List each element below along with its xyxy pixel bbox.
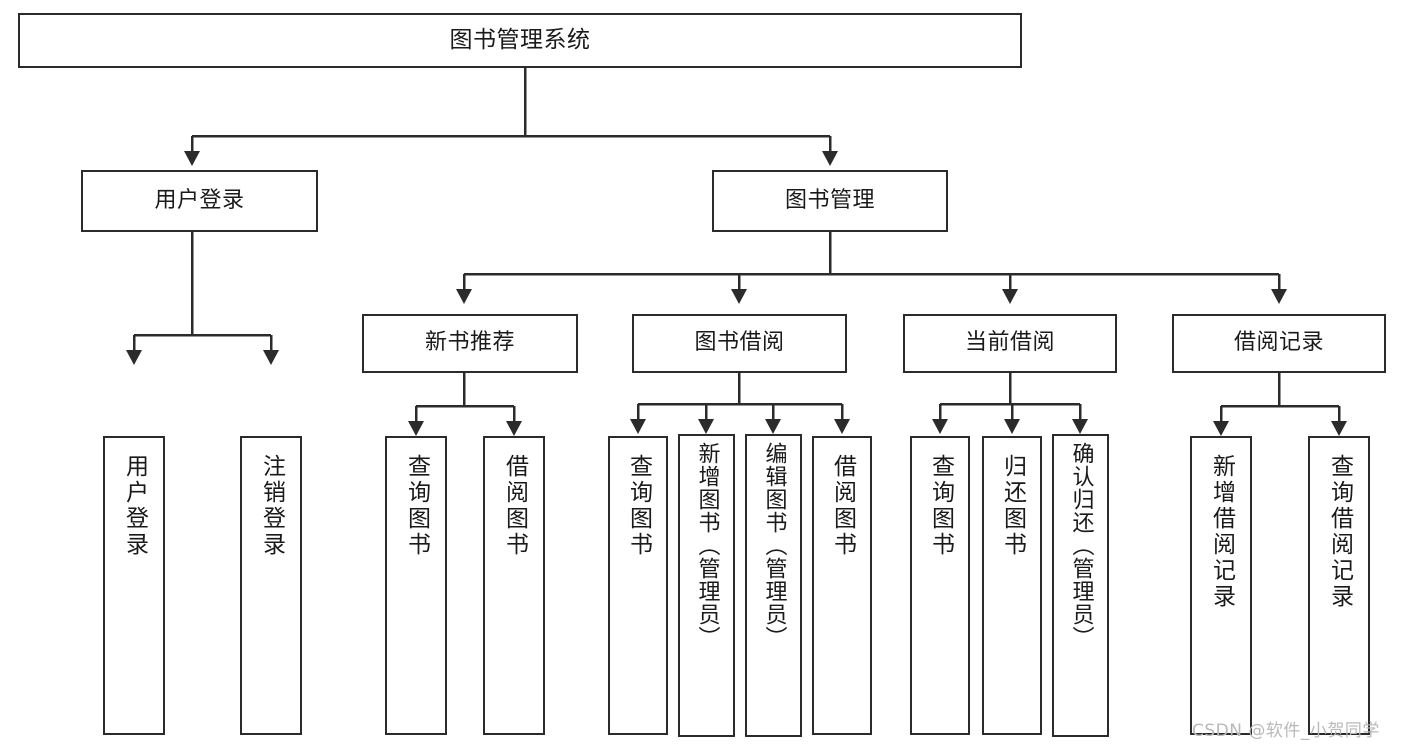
node-label: 归还图书: [999, 454, 1026, 558]
node-root-system[interactable]: 图书管理系统: [18, 13, 1022, 68]
node-label: 查询图书: [403, 454, 430, 558]
node-level2-0[interactable]: 用户登录: [81, 170, 318, 232]
node-label: 新书推荐: [424, 330, 515, 356]
node-level2-1[interactable]: 图书管理: [712, 170, 948, 232]
node-label: 查询图书: [927, 454, 954, 558]
node-label: 当前借阅: [964, 330, 1055, 356]
node-leaf-9[interactable]: 归还图书: [982, 436, 1042, 735]
node-label: 借阅图书: [501, 454, 528, 558]
node-label: 新增借阅记录: [1208, 454, 1235, 610]
node-leaf-5[interactable]: 新增图书（管理员）: [678, 434, 735, 737]
node-leaf-10[interactable]: 确认归还（管理员）: [1052, 434, 1109, 737]
node-level3-0[interactable]: 新书推荐: [362, 314, 578, 373]
node-label: 图书管理系统: [449, 26, 591, 53]
node-label: 确认归还（管理员）: [1068, 442, 1094, 649]
node-leaf-3[interactable]: 借阅图书: [483, 436, 545, 735]
node-leaf-2[interactable]: 查询图书: [385, 436, 447, 735]
node-label: 用户登录: [121, 454, 148, 558]
node-leaf-0[interactable]: 用户登录: [103, 436, 165, 735]
node-leaf-6[interactable]: 编辑图书（管理员）: [745, 434, 802, 737]
node-label: 注销登录: [258, 454, 285, 558]
node-label: 查询图书: [625, 454, 652, 558]
node-leaf-7[interactable]: 借阅图书: [812, 436, 872, 735]
node-leaf-8[interactable]: 查询图书: [910, 436, 970, 735]
node-label: 编辑图书（管理员）: [761, 442, 787, 649]
node-level3-2[interactable]: 当前借阅: [903, 314, 1117, 373]
node-level3-1[interactable]: 图书借阅: [632, 314, 847, 373]
node-leaf-1[interactable]: 注销登录: [240, 436, 302, 735]
node-label: 图书借阅: [694, 330, 785, 356]
node-label: 新增图书（管理员）: [694, 442, 720, 649]
node-label: 用户登录: [154, 187, 245, 213]
csdn-watermark: CSDN @软件_小贺同学: [1192, 721, 1380, 741]
node-leaf-12[interactable]: 查询借阅记录: [1308, 436, 1370, 735]
node-label: 借阅图书: [829, 454, 856, 558]
node-leaf-4[interactable]: 查询图书: [608, 436, 668, 735]
node-label: 查询借阅记录: [1326, 454, 1353, 610]
node-label: 图书管理: [784, 187, 875, 213]
node-level3-3[interactable]: 借阅记录: [1172, 314, 1386, 373]
node-label: 借阅记录: [1233, 330, 1324, 356]
node-leaf-11[interactable]: 新增借阅记录: [1190, 436, 1252, 735]
